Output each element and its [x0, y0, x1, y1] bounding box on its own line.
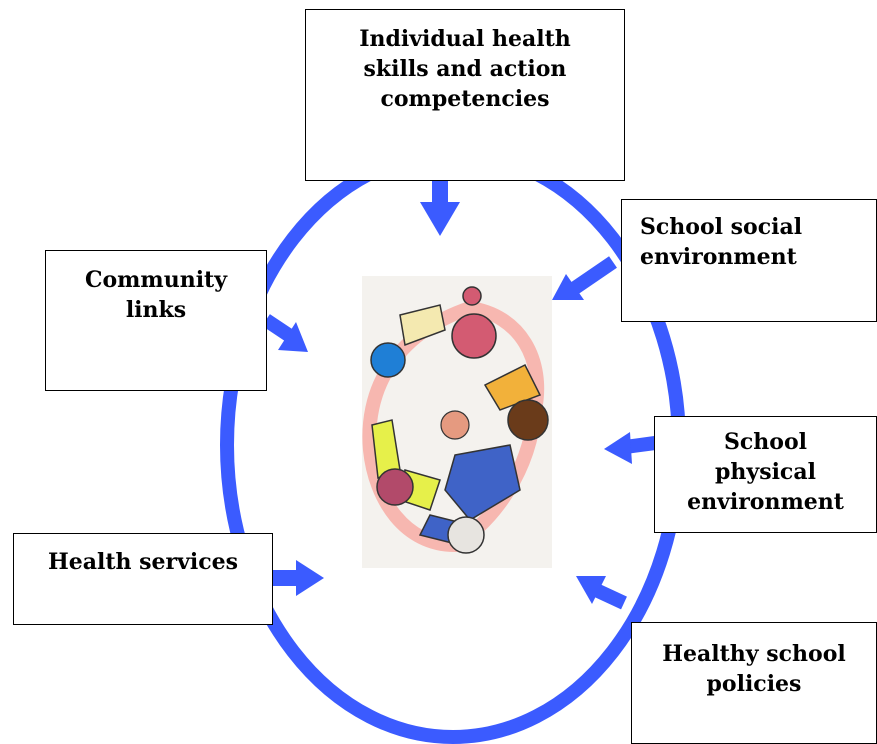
school-physical-line-2: physical	[715, 459, 816, 485]
arrow-from-physical	[604, 432, 656, 464]
school-social-box: School social environment	[621, 199, 877, 322]
community-links-box: Community links	[45, 250, 267, 391]
healthy-policies-line-2: policies	[706, 671, 802, 697]
community-links-line-2: links	[125, 297, 187, 323]
health-services-box: Health services	[13, 533, 273, 625]
arrow-from-social	[552, 256, 617, 300]
school-social-line-1: School social	[640, 214, 803, 240]
healthy-policies-box: Healthy school policies	[631, 622, 877, 744]
arrow-from-individual	[420, 180, 460, 236]
community-links-line-1: Community	[84, 267, 228, 293]
school-physical-box: School physical environment	[654, 416, 877, 533]
people-holding-hands-circle-icon	[362, 276, 552, 568]
healthy-policies-line-1: Healthy school	[662, 641, 846, 667]
individual-health-line-3: competencies	[380, 86, 550, 112]
arrow-from-services	[272, 560, 324, 596]
individual-health-box: Individual health skills and action comp…	[305, 9, 625, 181]
arrow-from-community	[262, 314, 308, 352]
individual-health-line-2: skills and action	[363, 56, 567, 82]
individual-health-line-1: Individual health	[359, 26, 571, 52]
school-physical-line-1: School	[724, 429, 807, 455]
school-physical-line-3: environment	[687, 489, 844, 515]
health-services-line-1: Health services	[47, 549, 239, 575]
arrow-from-policies	[576, 576, 627, 610]
school-social-line-2: environment	[640, 244, 797, 270]
